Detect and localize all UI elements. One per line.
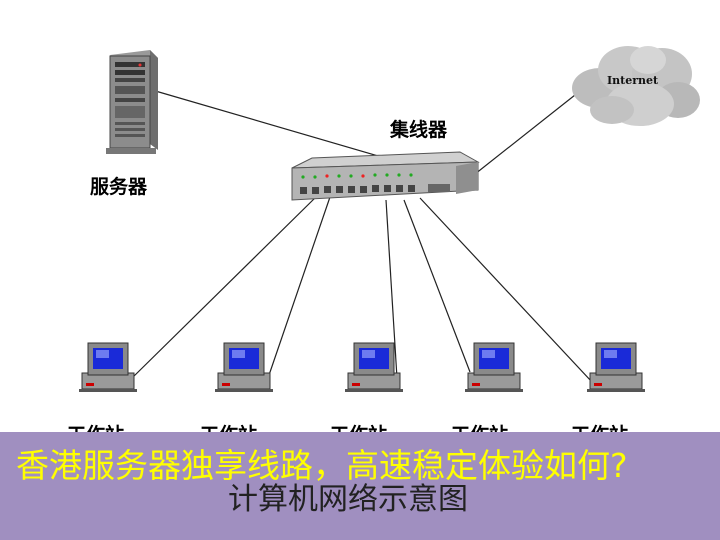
cable-ws1 — [129, 194, 319, 381]
internet-cloud-icon — [572, 46, 700, 126]
headline-banner — [0, 432, 720, 540]
hub-label: 集线器 — [390, 119, 448, 141]
cable-ws5 — [419, 197, 593, 383]
cable-hub-internet — [469, 94, 576, 179]
workstation-icon — [587, 342, 645, 392]
workstation-icons — [79, 342, 645, 392]
workstation-icon — [465, 342, 523, 392]
diagram-caption: 计算机网络示意图 — [228, 482, 468, 517]
server-icon — [106, 50, 158, 154]
workstation-icon — [345, 342, 403, 392]
cable-ws3 — [385, 199, 398, 379]
workstation-icon — [79, 342, 137, 392]
workstation-icon — [215, 342, 273, 392]
hub-icon — [291, 151, 480, 201]
cable-server-hub — [151, 89, 386, 159]
cable-ws2 — [267, 196, 331, 379]
internet-label: Internet — [607, 74, 659, 87]
cable-ws4 — [403, 199, 471, 373]
network-cables — [129, 89, 593, 383]
banner-headline: 香港服务器独享线路，高速稳定体验如何? — [16, 446, 628, 485]
server-label: 服务器 — [90, 176, 148, 198]
